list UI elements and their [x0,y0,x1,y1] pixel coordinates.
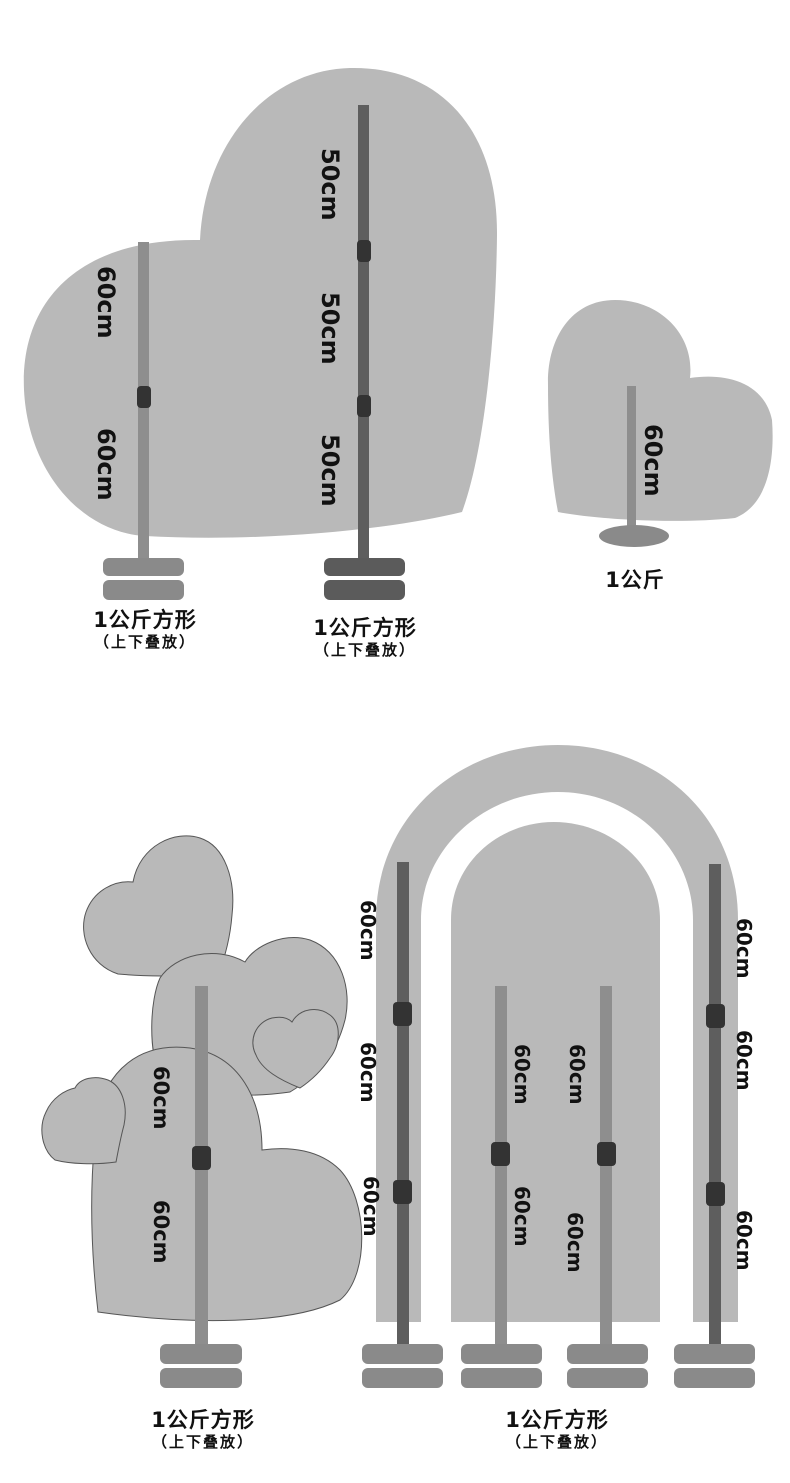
arch-right-pole [709,864,721,1354]
inner-left-connector [491,1142,510,1166]
heart-tall-caption-main: 1公斤方形 [313,616,417,640]
arch-right-label-1: 60cm [732,918,756,979]
heart-tall-caption: 1公斤方形 （上下叠放） [280,616,450,660]
large-heart-label-2: 60cm [92,428,120,501]
large-heart-connector [137,386,151,408]
cluster-big-heart [91,1046,363,1322]
inner-left-pole [495,986,507,1354]
inner-right-base-top [567,1344,648,1364]
arch-right-base-top [674,1344,755,1364]
tall-pole-base-top [324,558,405,576]
heart-small-caption-main: 1公斤 [605,568,665,592]
large-heart-base-bottom [103,580,184,600]
cluster-small-heart-right [252,1009,339,1089]
small-heart-round-base [599,525,669,547]
heart-small-caption: 1公斤 [580,568,690,592]
heart-cluster-caption-main: 1公斤方形 [151,1408,255,1432]
arch-right-label-2: 60cm [732,1030,756,1091]
arch-set-caption: 1公斤方形 （上下叠放） [472,1408,642,1452]
measurement-labels: 60cm 60cm 50cm 50cm 50cm 60cm 60cm 60cm … [92,148,756,1273]
arch-left-label-3: 60cm [359,1176,383,1237]
inner-left-base-bottom [461,1368,542,1388]
outer-arch-frame [376,745,738,1322]
heart-tall-caption-sub: （上下叠放） [313,641,416,659]
cluster-base-bottom [160,1368,242,1388]
arch-left-connector-1 [393,1002,412,1026]
cluster-label-1: 60cm [149,1066,173,1130]
arch-set-caption-main: 1公斤方形 [505,1408,609,1432]
arch-right-label-3: 60cm [732,1210,756,1271]
arch-right-connector-2 [706,1182,725,1206]
cluster-pole-connector [192,1146,211,1170]
tall-pole-connector-2 [357,395,371,417]
inner-left-label-1: 60cm [510,1044,534,1105]
arch-left-base-top [362,1344,443,1364]
small-heart-pole [627,386,636,532]
arch-left-base-bottom [362,1368,443,1388]
heart-large-caption-sub: （上下叠放） [93,633,196,651]
heart-large-caption: 1公斤方形 （上下叠放） [60,608,230,652]
inner-right-label-1: 60cm [565,1044,589,1105]
tall-pole-base-bottom [324,580,405,600]
inner-right-base-bottom [567,1368,648,1388]
tall-pole-label-2: 50cm [316,292,344,365]
arch-left-pole [397,862,409,1354]
inner-left-label-2: 60cm [510,1186,534,1247]
cluster-label-2: 60cm [149,1200,173,1264]
small-heart-label: 60cm [639,424,667,497]
inner-left-base-top [461,1344,542,1364]
arch-left-connector-2 [393,1180,412,1204]
tall-pole-label-1: 50cm [316,148,344,221]
inner-arch-panel [451,822,660,1322]
arch-left-label-2: 60cm [356,1042,380,1103]
inner-right-pole [600,986,612,1354]
large-heart-base-top [103,558,184,576]
arch-set-caption-sub: （上下叠放） [505,1433,608,1451]
arch-left-label-1: 60cm [356,900,380,961]
heart-cluster-caption: 1公斤方形 （上下叠放） [118,1408,288,1452]
cluster-base-top [160,1344,242,1364]
cluster-small-heart-left [41,1077,126,1165]
arch-right-base-bottom [674,1368,755,1388]
tall-pole-label-3: 50cm [316,434,344,507]
inner-right-label-2: 60cm [563,1212,587,1273]
large-heart-label-1: 60cm [92,266,120,339]
arch-right-connector-1 [706,1004,725,1028]
inner-right-connector [597,1142,616,1166]
tall-pole-connector-1 [357,240,371,262]
heart-large-caption-main: 1公斤方形 [93,608,197,632]
heart-cluster-caption-sub: （上下叠放） [151,1433,254,1451]
small-heart-panel [547,300,773,521]
tall-pole [358,105,369,563]
